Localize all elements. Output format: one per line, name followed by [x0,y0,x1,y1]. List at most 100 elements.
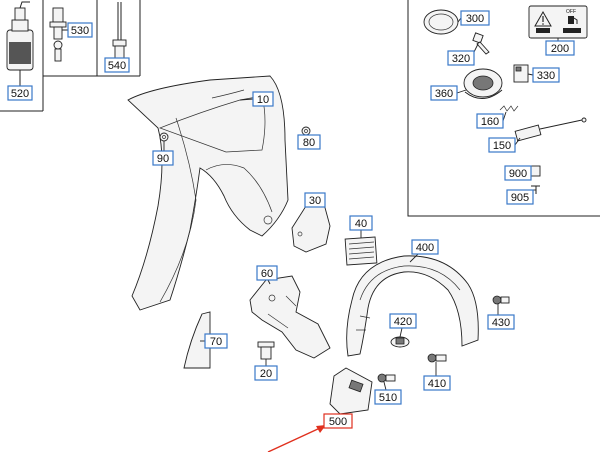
label-900-drawing [530,165,541,177]
part-label-20[interactable]: 20 [254,365,278,381]
part-number-text: 420 [394,316,412,328]
part-number-text: 400 [416,242,434,254]
part-number-text: 430 [492,317,510,329]
part-label-box [423,375,451,391]
part-label-box [104,57,130,73]
part-label-box [152,150,174,166]
part-label-box [7,85,33,101]
part-label-510[interactable]: 510 [374,389,402,405]
part-number-text: 530 [71,25,89,37]
part-number-text: 90 [157,153,169,165]
part-label-70[interactable]: 70 [204,333,228,349]
off-text: OFF [566,9,576,15]
rivet-540-drawing [112,2,127,62]
part-label-400[interactable]: 400 [411,239,439,255]
part-number-text: 200 [551,43,569,55]
part-label-150[interactable]: 150 [488,137,516,153]
part-label-320[interactable]: 320 [447,50,475,66]
part-label-box [256,265,278,281]
part-number-text: 320 [452,53,470,65]
trim-panel-30-drawing [291,203,331,253]
part-label-box [430,85,458,101]
part-label-box [297,134,321,150]
part-label-420[interactable]: 420 [389,313,417,329]
nut-80-drawing [301,126,311,136]
part-label-330[interactable]: 330 [532,67,560,83]
plug-20-drawing [257,341,275,360]
part-number-text: 80 [303,137,315,149]
fuel-pump-icon [568,16,578,24]
leader-line-60 [267,279,271,285]
part-number-text: 510 [379,392,397,404]
part-label-box [545,40,575,56]
part-label-box [389,313,417,329]
screw-320-drawing [472,32,490,55]
part-number-text: 360 [435,88,453,100]
clip-410-drawing [427,353,447,363]
part-label-box [254,365,278,381]
part-label-box [487,314,515,330]
part-label-30[interactable]: 30 [304,192,326,208]
leader-line-360 [456,89,467,94]
leader-line-400 [409,253,419,263]
part-label-box [349,215,373,231]
side-panel-drawing [127,75,289,311]
clip-530-drawing [49,7,70,62]
part-label-530[interactable]: 530 [67,22,93,38]
part-label-360[interactable]: 360 [430,85,458,101]
top-left-inset [0,0,141,112]
part-label-box [532,67,560,83]
part-label-500[interactable]: 500 [323,413,353,429]
part-label-430[interactable]: 430 [487,314,515,330]
part-label-905[interactable]: 905 [506,189,534,205]
part-label-900[interactable]: 900 [504,165,532,181]
part-label-box [411,239,439,255]
leader-line-420 [399,327,403,338]
part-number-text: 30 [309,195,321,207]
actuator-150-drawing [514,117,587,142]
part-label-200[interactable]: 200 [545,40,575,56]
part-number-text: 40 [355,218,367,230]
part-number-text: 905 [511,192,529,204]
clip-430-drawing [492,295,510,305]
part-label-box [304,192,326,208]
leader-line-150 [514,137,521,146]
part-number-text: 330 [537,70,555,82]
part-number-text: 160 [481,116,499,128]
leader-lines [19,17,559,391]
part-number-text: 20 [260,368,272,380]
mudguard-500-drawing [329,367,373,415]
part-label-90[interactable]: 90 [152,150,174,166]
part-number-text: 500 [329,416,347,428]
part-number-text: 410 [428,378,446,390]
warning-triangle-icon [534,10,552,27]
spring-160-drawing [499,105,519,112]
part-label-410[interactable]: 410 [423,375,451,391]
part-label-box [447,50,475,66]
part-label-160[interactable]: 160 [476,113,504,129]
part-label-60[interactable]: 60 [256,265,278,281]
part-number-text: 540 [108,60,126,72]
leader-line-10 [239,98,254,101]
part-label-40[interactable]: 40 [349,215,373,231]
fuel-housing-360-drawing [463,68,503,99]
part-number-text: 300 [466,13,484,25]
part-number-text: 520 [11,88,29,100]
leader-line-320 [473,43,479,53]
part-label-520[interactable]: 520 [7,85,33,101]
part-number-text: 10 [257,94,269,106]
leader-line-330 [527,73,534,76]
nut-90-drawing [159,132,169,142]
part-label-box [476,113,504,129]
part-label-300[interactable]: 300 [460,10,490,26]
part-label-10[interactable]: 10 [252,91,274,107]
inner-panel-60-drawing [249,275,331,359]
part-label-box [323,413,353,429]
highlight-arrow [267,425,326,452]
vent-grille-40-drawing [344,236,378,266]
part-label-box [374,389,402,405]
part-label-540[interactable]: 540 [104,57,130,73]
part-label-80[interactable]: 80 [297,134,321,150]
